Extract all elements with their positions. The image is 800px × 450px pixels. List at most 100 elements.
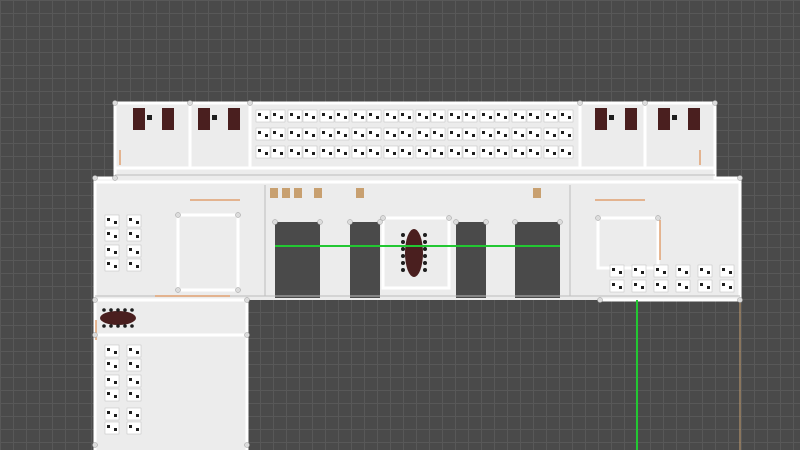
chair-icon [344,116,347,119]
vertex-handle-icon[interactable] [453,219,459,225]
workstation [126,228,142,242]
selection-guide[interactable] [275,245,638,450]
vertex-handle-icon[interactable] [92,297,98,303]
workstation [494,109,510,123]
chair-icon [305,149,308,152]
chair-icon [129,392,132,395]
vertex-handle-icon[interactable] [112,100,118,106]
workstation [398,127,414,141]
chair-icon [354,113,357,116]
vertex-handle-icon[interactable] [347,219,353,225]
chair-icon [280,152,283,155]
chair-icon [337,149,340,152]
workstation [653,279,669,293]
chair-icon [114,365,117,368]
vertex-handle-icon[interactable] [597,297,603,303]
chair-icon [393,116,396,119]
chair-icon [504,116,507,119]
vertex-handle-icon[interactable] [247,100,253,106]
vertex-handle-icon[interactable] [244,297,250,303]
chair-icon [529,113,532,116]
vertex-handle-icon[interactable] [737,297,743,303]
chair-icon [147,115,677,120]
workstation [126,388,142,402]
desk-icon [270,188,278,198]
vertex-handle-icon[interactable] [244,332,250,338]
chair-icon [722,283,725,286]
wall-layer[interactable] [93,101,742,450]
desk-icon [314,188,322,198]
chair-icon [136,365,139,368]
vertex-handle-icon[interactable] [512,219,518,225]
chair-icon [322,131,325,134]
chair-icon [290,131,293,134]
workstation [447,127,463,141]
workstation [126,421,142,435]
chair-icon [418,113,421,116]
vertex-handle-icon[interactable] [272,219,278,225]
vertex-handle-icon[interactable] [235,212,241,218]
chair-icon [297,152,300,155]
vertex-handle-icon[interactable] [380,215,386,221]
chair-icon [107,348,110,351]
chair-icon [123,324,127,328]
chair-icon [290,149,293,152]
chair-icon [297,116,300,119]
vertex-handle-icon[interactable] [92,175,98,181]
chair-icon [465,149,468,152]
vertex-handle-icon[interactable] [187,100,193,106]
vertex-handle-icon[interactable] [557,219,563,225]
vertex-handle-icon[interactable] [655,215,661,221]
vertex-handle-icon[interactable] [92,332,98,338]
vertex-handle-icon[interactable] [483,219,489,225]
vertex-handle-icon[interactable] [595,215,601,221]
vertex-handle-icon[interactable] [577,100,583,106]
vertex-handle-icon[interactable] [737,175,743,181]
workstation [430,127,446,141]
room-left-meeting [176,213,240,292]
chair-icon [401,247,405,251]
chair-icon [425,116,428,119]
vertex-handle-icon[interactable] [235,287,241,293]
workstation [526,127,542,141]
vertex-handle-icon[interactable] [175,287,181,293]
vertex-handle-icon[interactable] [92,442,98,448]
vertex-handle-icon[interactable] [92,100,743,448]
workstation [543,145,559,159]
vertex-handle-icon[interactable] [244,442,250,448]
chair-icon [369,113,372,116]
courtyard-void-3 [456,222,486,298]
workstation [511,127,527,141]
chair-icon [465,131,468,134]
vertex-handle-icon[interactable] [175,212,181,218]
workstation [287,127,303,141]
chair-icon [408,134,411,137]
chair-icon [136,395,139,398]
chair-icon [546,113,549,116]
workstation [334,109,350,123]
chair-icon [521,152,524,155]
chair-icon [472,116,475,119]
workstation-row-right [609,264,735,293]
workstation [462,109,478,123]
vertex-handle-icon[interactable] [112,175,118,181]
workstation [383,127,399,141]
private-office-furniture [133,108,700,130]
chair-icon [297,134,300,137]
vertex-handle-icon[interactable] [377,219,383,225]
chair-icon [425,152,428,155]
workstation [479,145,495,159]
workstation [462,127,478,141]
vertex-handle-icon[interactable] [317,219,323,225]
workstation [270,109,286,123]
room-right-meeting [596,216,660,270]
workstation [447,145,463,159]
chair-icon [536,152,539,155]
vertex-handle-icon[interactable] [642,100,648,106]
vertex-handle-icon[interactable] [712,100,718,106]
chair-icon [107,362,110,365]
chair-icon [423,247,427,251]
vertex-handle-icon[interactable] [446,215,452,221]
